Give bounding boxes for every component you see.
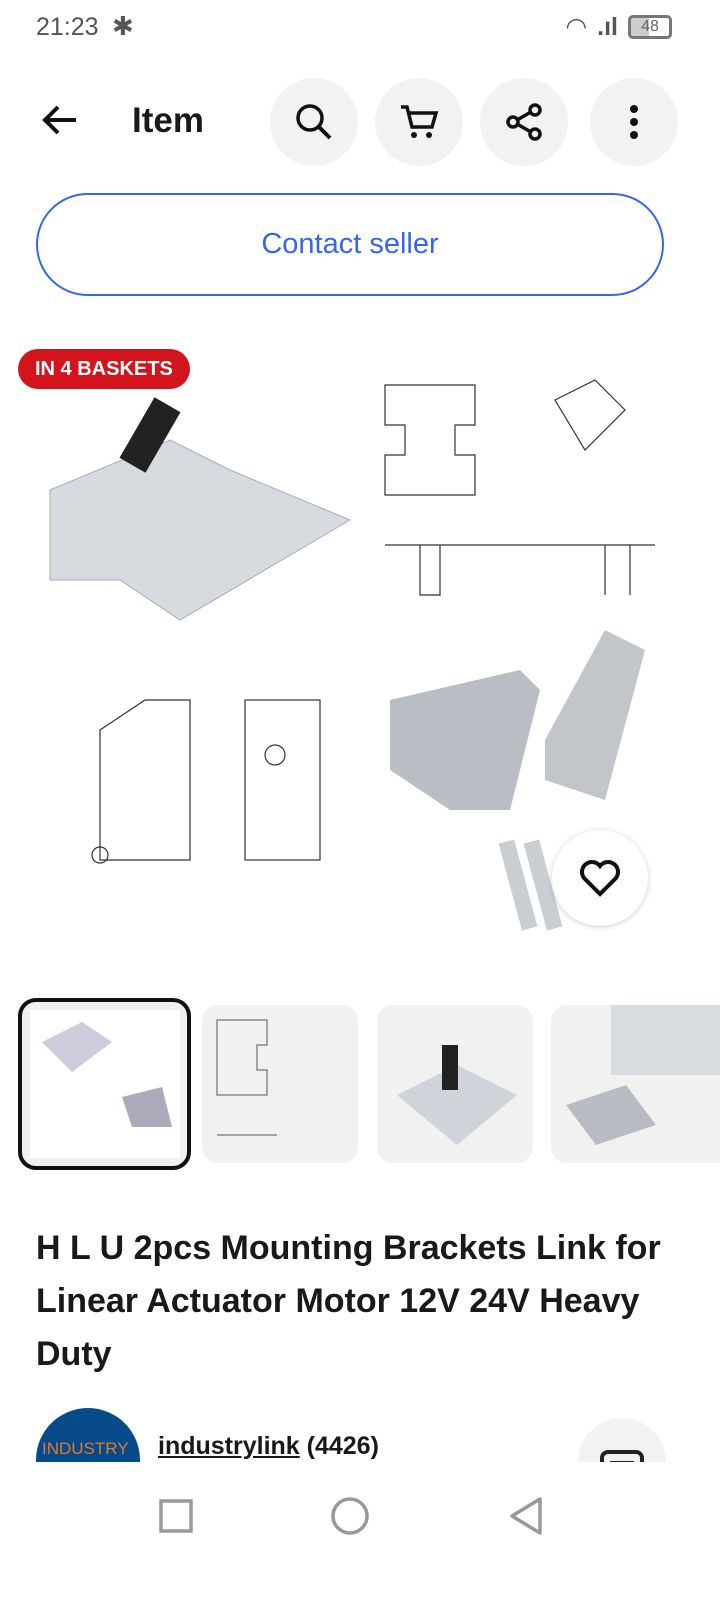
- bluetooth-icon: ✱: [112, 11, 134, 41]
- share-button[interactable]: [480, 78, 568, 166]
- battery-icon: 48: [628, 15, 672, 39]
- more-options-button[interactable]: [590, 78, 678, 166]
- share-icon: [506, 103, 542, 141]
- search-button[interactable]: [270, 78, 358, 166]
- search-icon: [296, 104, 332, 140]
- battery-level: 48: [641, 18, 659, 35]
- seller-info[interactable]: industrylink (4426): [158, 1432, 379, 1461]
- recents-button[interactable]: [158, 1498, 194, 1534]
- thumbnail-4[interactable]: [551, 1005, 720, 1163]
- baskets-badge: IN 4 BASKETS: [18, 349, 190, 389]
- more-vertical-icon: [630, 105, 638, 139]
- thumbnail-image: [30, 1010, 180, 1158]
- main-product-image[interactable]: [0, 340, 720, 960]
- seller-logo-text: INDUSTRY: [42, 1439, 129, 1458]
- wifi-icon: ◠: [565, 13, 588, 41]
- product-title: H L U 2pcs Mounting Brackets Link for Li…: [36, 1229, 661, 1373]
- arrow-left-icon: [42, 105, 76, 135]
- contact-seller-button[interactable]: Contact seller: [36, 193, 664, 296]
- signal-icon: .ıl: [597, 12, 618, 41]
- seller-feedback: (4426): [306, 1432, 379, 1460]
- status-bar: 21:23 ✱ ◠ .ıl 48: [0, 0, 720, 55]
- heart-icon: [580, 860, 620, 897]
- thumbnail-image: [397, 1045, 517, 1145]
- thumbnail-2[interactable]: [202, 1005, 358, 1163]
- bracket-image: [49, 379, 655, 931]
- back-nav-button[interactable]: [506, 1496, 546, 1536]
- status-icons: ◠ .ıl 48: [565, 12, 672, 42]
- cart-button[interactable]: [375, 78, 463, 166]
- page-title: Item: [132, 101, 204, 140]
- home-button[interactable]: [330, 1496, 370, 1536]
- watchlist-button[interactable]: [552, 830, 648, 926]
- status-time: 21:23: [36, 13, 99, 41]
- thumbnail-3[interactable]: [377, 1005, 533, 1163]
- cart-icon: [401, 105, 439, 138]
- seller-name-link[interactable]: industrylink: [158, 1432, 300, 1460]
- system-nav-bar: [0, 1462, 720, 1612]
- thumbnail-1[interactable]: [18, 998, 191, 1170]
- thumbnail-image: [216, 1019, 277, 1136]
- back-button[interactable]: [40, 100, 80, 150]
- thumbnail-image: [566, 1005, 720, 1145]
